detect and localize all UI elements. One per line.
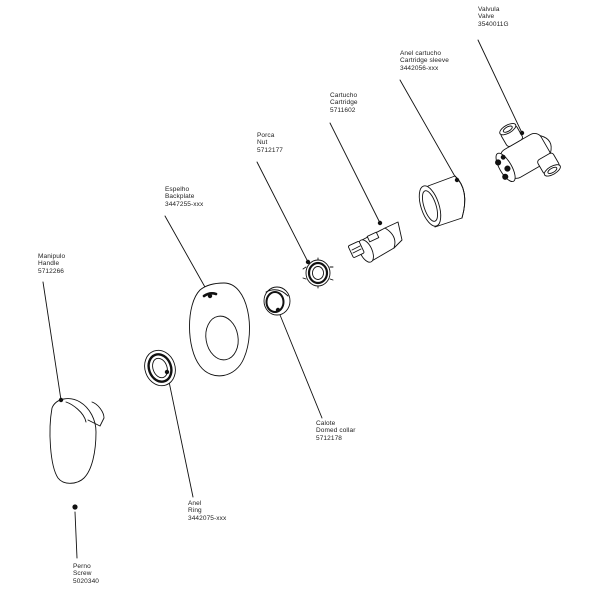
label-valve-en: Valve [478,13,495,21]
label-handle-pt: Manipulo [38,253,66,260]
label-ring-en: Ring [188,507,202,515]
label-ring: Anel Ring 3442075-xxx [188,500,226,522]
label-nut: Porca Nut 5712177 [257,132,283,154]
label-nut-code: 5712177 [257,146,284,154]
label-nut-pt: Porca [257,132,275,139]
label-handle: Manipulo Handle 5712266 [38,253,65,275]
backplate-part [189,282,250,377]
label-domed-collar-pt: Calote [316,420,336,427]
cartridge-sleeve-part [418,175,466,228]
leader-line-valve [477,39,523,134]
screw-part [72,504,78,510]
label-valve-pt: Valvula [478,6,500,13]
label-cartridge-sleeve: Anel cartucho Cartridge sleeve 3442056-x… [400,50,449,72]
leader-line-ring [166,371,194,498]
label-cartridge-en: Cartridge [330,99,358,107]
label-backplate-en: Backplate [165,193,195,201]
label-cartridge: Cartucho Cartridge 5711602 [330,92,358,114]
leader-line-handle [42,281,62,401]
label-backplate-pt: Espelho [165,186,190,193]
leader-line-cartridge-sleeve [399,79,458,181]
label-domed-collar-code: 5712178 [316,434,343,442]
label-valve-code: 3540011G [478,20,509,28]
label-ring-pt: Anel [188,500,202,507]
label-nut-en: Nut [257,139,268,147]
label-ring-code: 3442075-xxx [188,514,227,522]
leader-line-domed-collar [277,309,323,419]
label-cartridge-sleeve-en: Cartridge sleeve [400,57,449,65]
valve-part [495,123,561,182]
label-handle-en: Handle [38,260,60,268]
label-cartridge-pt: Cartucho [330,92,358,99]
label-screw-en: Screw [73,570,92,578]
label-valve: Valvula Valve 3540011G [478,6,509,28]
nut-part [302,257,334,289]
label-cartridge-sleeve-pt: Anel cartucho [400,50,442,57]
cartridge-part [348,221,403,263]
leader-line-cartridge [329,122,381,224]
label-screw: Perno Screw 5020340 [73,563,99,585]
label-backplate-code: 3447255-xxx [165,200,204,208]
leader-line-backplate [164,215,211,297]
leader-line-screw [74,511,78,559]
label-handle-code: 5712266 [38,267,65,275]
label-cartridge-sleeve-code: 3442056-xxx [400,64,439,72]
label-domed-collar-en: Domed collar [316,427,356,435]
label-backplate: Espelho Backplate 3447255-xxx [165,186,203,208]
ring-part [144,349,176,387]
label-screw-code: 5020340 [73,577,100,585]
label-cartridge-code: 5711602 [330,106,356,114]
leader-line-nut [256,161,309,263]
label-screw-pt: Perno [73,563,91,570]
domed-collar-part [263,286,291,316]
handle-part [49,398,105,484]
label-domed-collar: Calote Domed collar 5712178 [316,420,356,442]
